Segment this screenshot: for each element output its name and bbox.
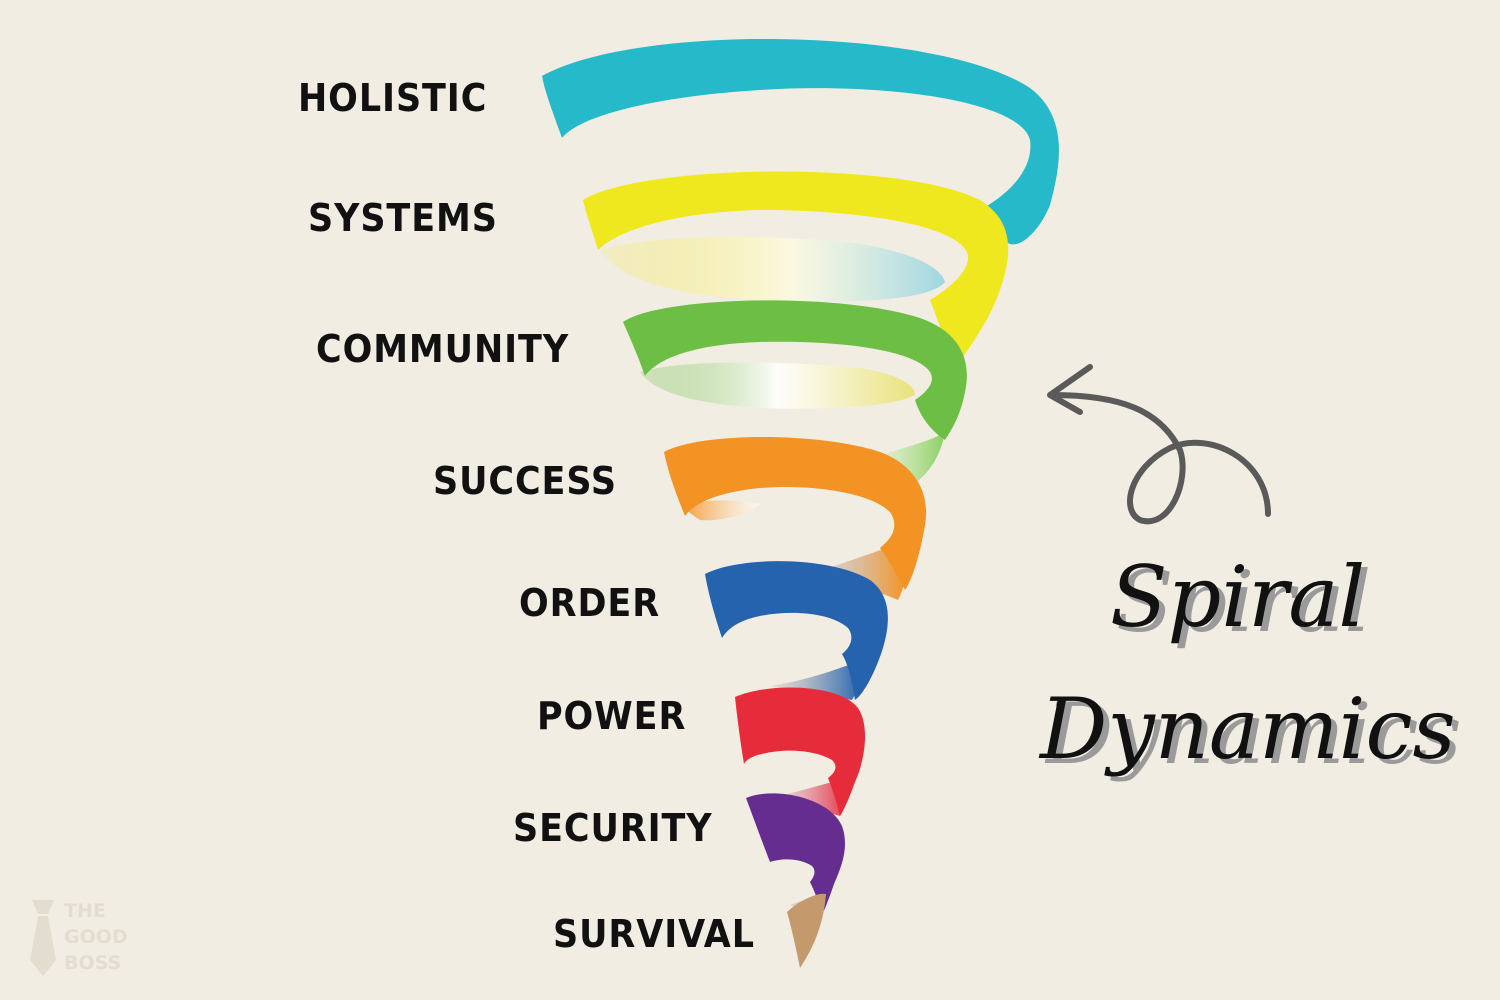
label-security: SECURITY <box>513 806 713 850</box>
band-power <box>735 687 866 816</box>
label-survival: SURVIVAL <box>553 912 755 956</box>
label-holistic: HOLISTIC <box>298 76 488 120</box>
logo-text-the: THE <box>64 900 106 922</box>
band-order-shape <box>705 561 888 700</box>
band-success-tail <box>812 540 907 600</box>
band-success-inner <box>682 500 760 521</box>
band-systems <box>583 171 1009 368</box>
band-power-shape <box>735 687 866 816</box>
band-survival-shape <box>787 893 826 968</box>
label-community: COMMUNITY <box>316 327 570 371</box>
band-community-inner <box>640 362 915 409</box>
band-holistic <box>542 38 1059 245</box>
band-community-shape <box>623 300 967 440</box>
label-success: SUCCESS <box>433 459 617 503</box>
label-systems: SYSTEMS <box>308 196 498 240</box>
title-line-2: Dynamics <box>1040 680 1456 778</box>
curved-arrow-icon <box>1047 364 1271 525</box>
band-power-tail <box>775 778 850 816</box>
label-power: POWER <box>537 694 687 738</box>
band-systems-inner <box>600 236 945 302</box>
band-success <box>664 437 927 600</box>
band-holistic-shape <box>542 38 1059 245</box>
logo-text-good: GOOD <box>64 926 128 948</box>
band-success-shape <box>664 437 927 590</box>
band-survival <box>787 893 826 968</box>
band-security-shape <box>746 793 845 914</box>
title-line-1: Spiral <box>1110 548 1366 646</box>
the-good-boss-logo: THE GOOD BOSS <box>28 898 158 978</box>
band-order <box>705 561 888 700</box>
logo-text-boss: BOSS <box>64 952 122 974</box>
label-order: ORDER <box>519 581 661 625</box>
band-community <box>623 300 967 486</box>
band-systems-shape <box>583 171 1009 368</box>
band-community-tail <box>880 432 945 486</box>
band-security <box>746 793 845 914</box>
tie-icon <box>30 900 56 976</box>
